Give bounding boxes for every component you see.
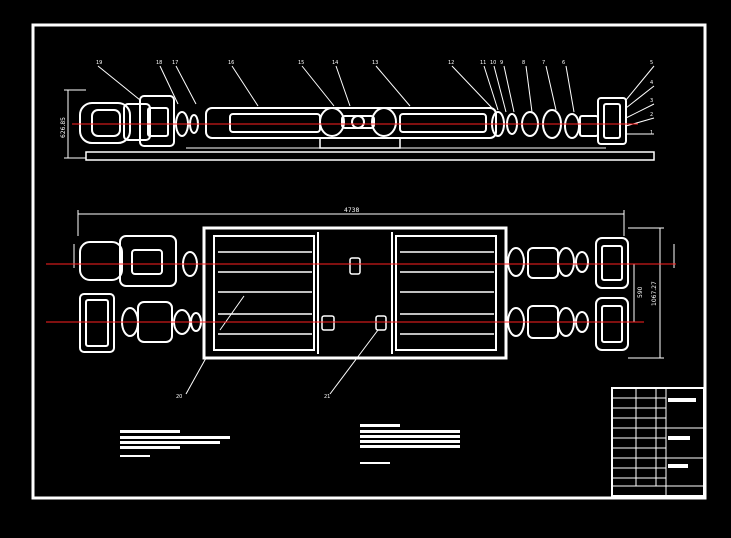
side-part-label: 19: [96, 60, 102, 66]
side-part-label: 13: [372, 60, 378, 66]
side-part-label: 14: [332, 60, 338, 66]
side-part-label: 15: [298, 60, 304, 66]
side-part-label: 17: [172, 60, 178, 66]
side-part-label: 2: [650, 112, 653, 118]
side-part-label: 18: [156, 60, 162, 66]
plan-inner-width-dimension: 590: [637, 286, 644, 298]
side-part-label: 6: [562, 60, 565, 66]
title-block: [611, 387, 705, 497]
side-height-dimension: 626.85: [60, 117, 67, 138]
side-part-label: 8: [522, 60, 525, 66]
side-part-label: 1: [650, 130, 653, 136]
technical-notes: [120, 424, 460, 464]
side-part-label: 3: [650, 98, 653, 104]
plan-label-20: 20: [176, 394, 182, 400]
side-part-label: 7: [542, 60, 545, 66]
side-view: [64, 65, 655, 161]
side-part-label: 12: [448, 60, 454, 66]
plan-view: [73, 210, 675, 395]
side-part-label: 10: [490, 60, 496, 66]
side-part-label: 16: [228, 60, 234, 66]
plan-label-21: 21: [324, 394, 330, 400]
plan-outer-width-dimension: 1067.27: [651, 281, 658, 306]
side-part-label: 11: [480, 60, 486, 66]
plan-length-dimension: 4738: [344, 207, 359, 214]
side-part-label: 9: [500, 60, 503, 66]
side-part-label: 4: [650, 80, 653, 86]
side-part-labels: 19 18 17 16 15 14 13 12 11 10 9 8 7 6 5 4 3 2 1: [96, 60, 653, 136]
side-part-label: 5: [650, 60, 653, 66]
sheet-border: [31, 23, 707, 500]
